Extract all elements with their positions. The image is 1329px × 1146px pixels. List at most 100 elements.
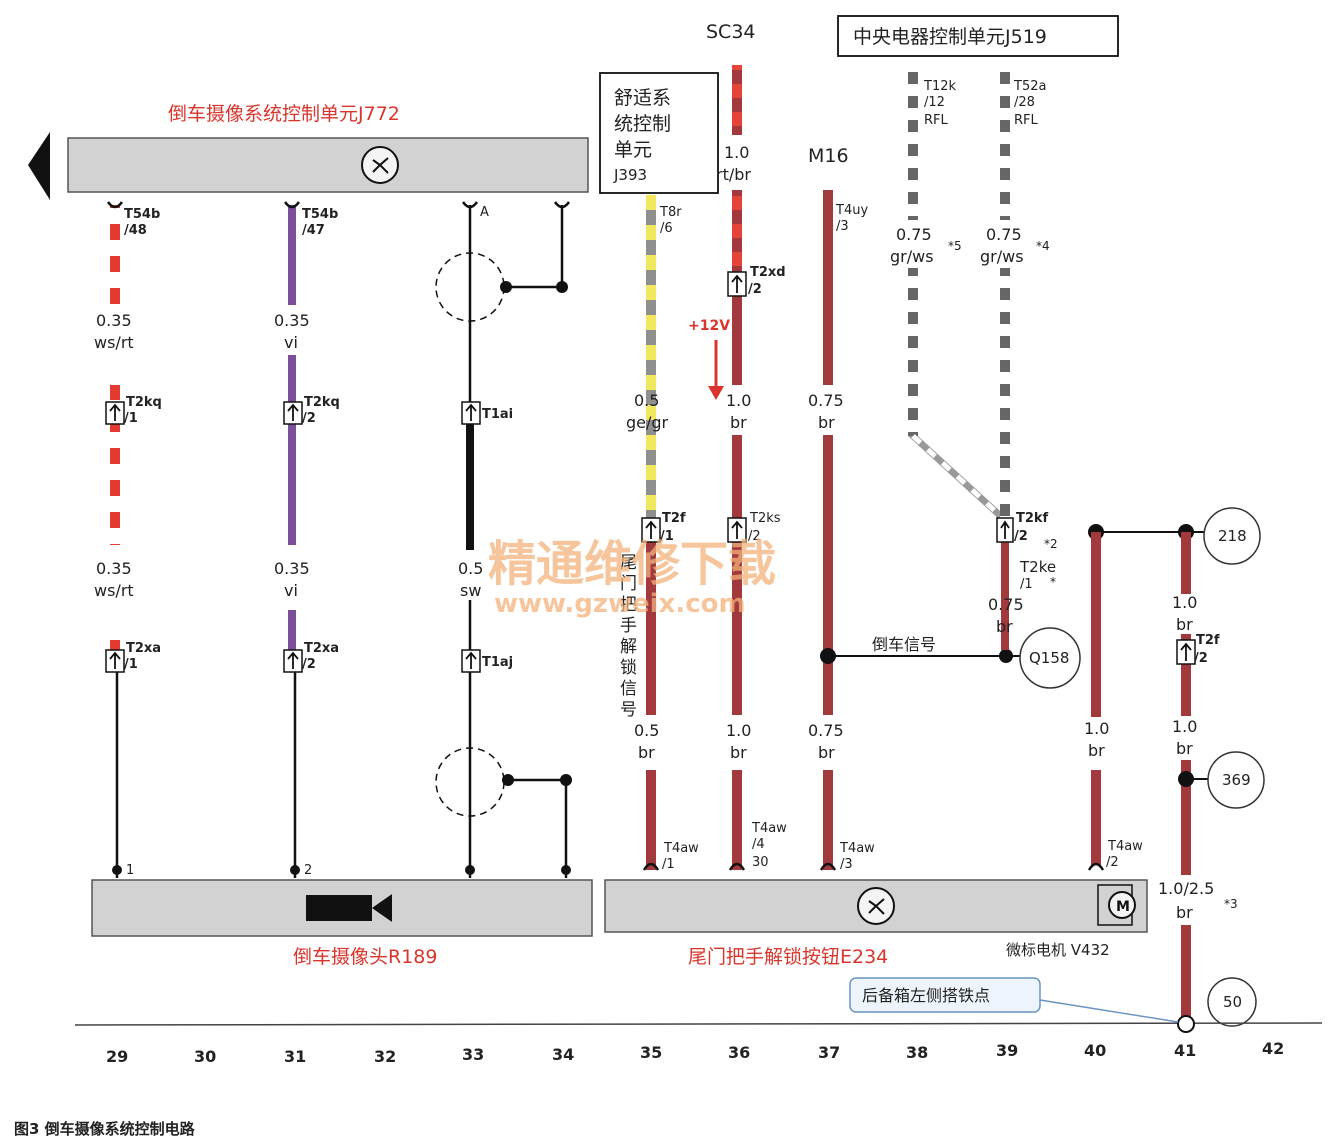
watermark-url: www.gzweix.com [494,589,746,619]
col-32: 32 [374,1047,396,1066]
tg-8: 号 [620,700,637,720]
col-36: 36 [728,1043,750,1062]
w36top-size: 1.0 [724,143,749,162]
wire-38-low [908,268,918,436]
t8r-6-a: T8r [659,205,682,220]
ref-50-circle [1207,977,1257,1027]
r189-pin-33-dot [465,865,475,875]
connector-labels: T54b /48 T54b /47 A T8r /6 T4uy /3 T12k … [124,79,1220,878]
w31b-color: vi [284,581,298,600]
tg-2: 门 [620,574,637,594]
w29a-color: ws/rt [94,333,134,352]
wire-39-brown [1001,540,1009,650]
t52a-a: T52a [1013,79,1046,94]
w37b-size: 0.75 [808,721,844,740]
tg-7: 信 [620,679,637,699]
w41b-size: 1.0 [1172,717,1197,736]
shield-node-4 [560,774,572,786]
wire-39-low [1000,268,1010,518]
shield-node-3 [502,774,514,786]
w33-size: 0.5 [458,559,483,578]
w35a-size: 0.5 [634,391,659,410]
w31a-size: 0.35 [274,311,310,330]
t2xd-b: /2 [748,282,762,297]
note-ke-star: * [1050,575,1056,589]
note-4: *4 [1036,239,1050,253]
r189-pin-1-dot [112,865,122,875]
camera-icon [306,894,392,922]
t4aw-4-a: T4aw [751,821,787,836]
col-41: 41 [1174,1041,1196,1060]
tg-4: 手 [620,616,637,636]
t4aw-4-b: /4 [752,837,765,852]
w41a-color: br [1176,615,1193,634]
w41c-size: 1.0/2.5 [1158,879,1214,898]
w33-color: sw [460,581,481,600]
wire-31-top [288,205,296,305]
wire-33-thick [466,420,474,550]
pin-cup-31 [283,201,301,209]
t4aw-3-b: /3 [840,857,853,872]
t2xa-1-b: /1 [124,657,138,672]
wire-37-c [823,770,833,870]
w29b-size: 0.35 [96,559,132,578]
t4aw-2-a: T4aw [1107,839,1143,854]
wire-35-brown-low [646,770,656,870]
t2kq-1-b: /1 [124,411,138,426]
electronic-module-icon [361,146,399,184]
wire-36-a [732,270,742,385]
w37a-size: 0.75 [808,391,844,410]
ref-q158-circle [1019,627,1081,689]
ground-point [1177,1015,1195,1033]
t4aw-1-b: /1 [662,857,675,872]
pin-cup-34 [553,201,571,209]
wire-spec-labels: 0.35 ws/rt 0.35 vi 0.35 ws/rt 0.35 vi 0.… [94,143,1214,922]
t2kq-2-b: /2 [302,411,316,426]
w38-size: 0.75 [896,225,932,244]
t2ks-b: /2 [748,529,761,544]
w29b-color: ws/rt [94,581,134,600]
j519-box [837,15,1119,57]
col-35: 35 [640,1043,662,1062]
ref-50: 50 [1223,993,1242,1011]
w41a-size: 1.0 [1172,593,1197,612]
t2xa-2-b: /2 [302,657,316,672]
j772-module [67,137,589,193]
t2xa-2-a: T2xa [304,641,339,656]
t2kf-b: /2 [1014,529,1028,544]
note-5: *5 [948,239,962,253]
col-42: 42 [1262,1039,1284,1058]
pin-cup-29 [106,201,124,209]
w41b-color: br [1176,739,1193,758]
electronic-module-icon-e234 [857,887,895,925]
t4uy-3-b: /3 [836,219,849,234]
shield-node-1 [500,281,512,293]
t2xa-1-a: T2xa [126,641,161,656]
j393-label-3: 单元 [614,139,652,161]
t4aw-2-b: /2 [1106,855,1119,870]
j772-label: 倒车摄像系统控制单元J772 [168,103,400,125]
v432-label: 微标电机 V432 [1006,941,1110,959]
w35b-size: 0.5 [634,721,659,740]
w37b-color: br [818,743,835,762]
w36b-size: 1.0 [726,721,751,740]
t52a-c: RFL [1014,113,1039,128]
t2ks-a: T2ks [749,511,781,526]
connector-arrow-icons [109,274,1192,669]
col-30: 30 [194,1047,216,1066]
e234-label: 尾门把手解锁按钮E234 [688,946,888,968]
w36a-size: 1.0 [726,391,751,410]
motor-icon: M [1097,884,1136,926]
wire-29-mid [110,385,120,545]
t2f-2-a: T2f [1196,633,1220,648]
col-37: 37 [818,1043,840,1062]
t2f-2-b: /2 [1194,651,1208,666]
t1aj-label: T1aj [482,655,513,670]
w31a-color: vi [284,333,298,352]
t4uy-3-a: T4uy [835,203,868,218]
wire-36-c [732,770,742,870]
j393-box [599,72,719,194]
col-31: 31 [284,1047,306,1066]
column-numbers: 29 30 31 32 33 34 35 36 37 38 39 40 41 4… [106,1039,1284,1066]
